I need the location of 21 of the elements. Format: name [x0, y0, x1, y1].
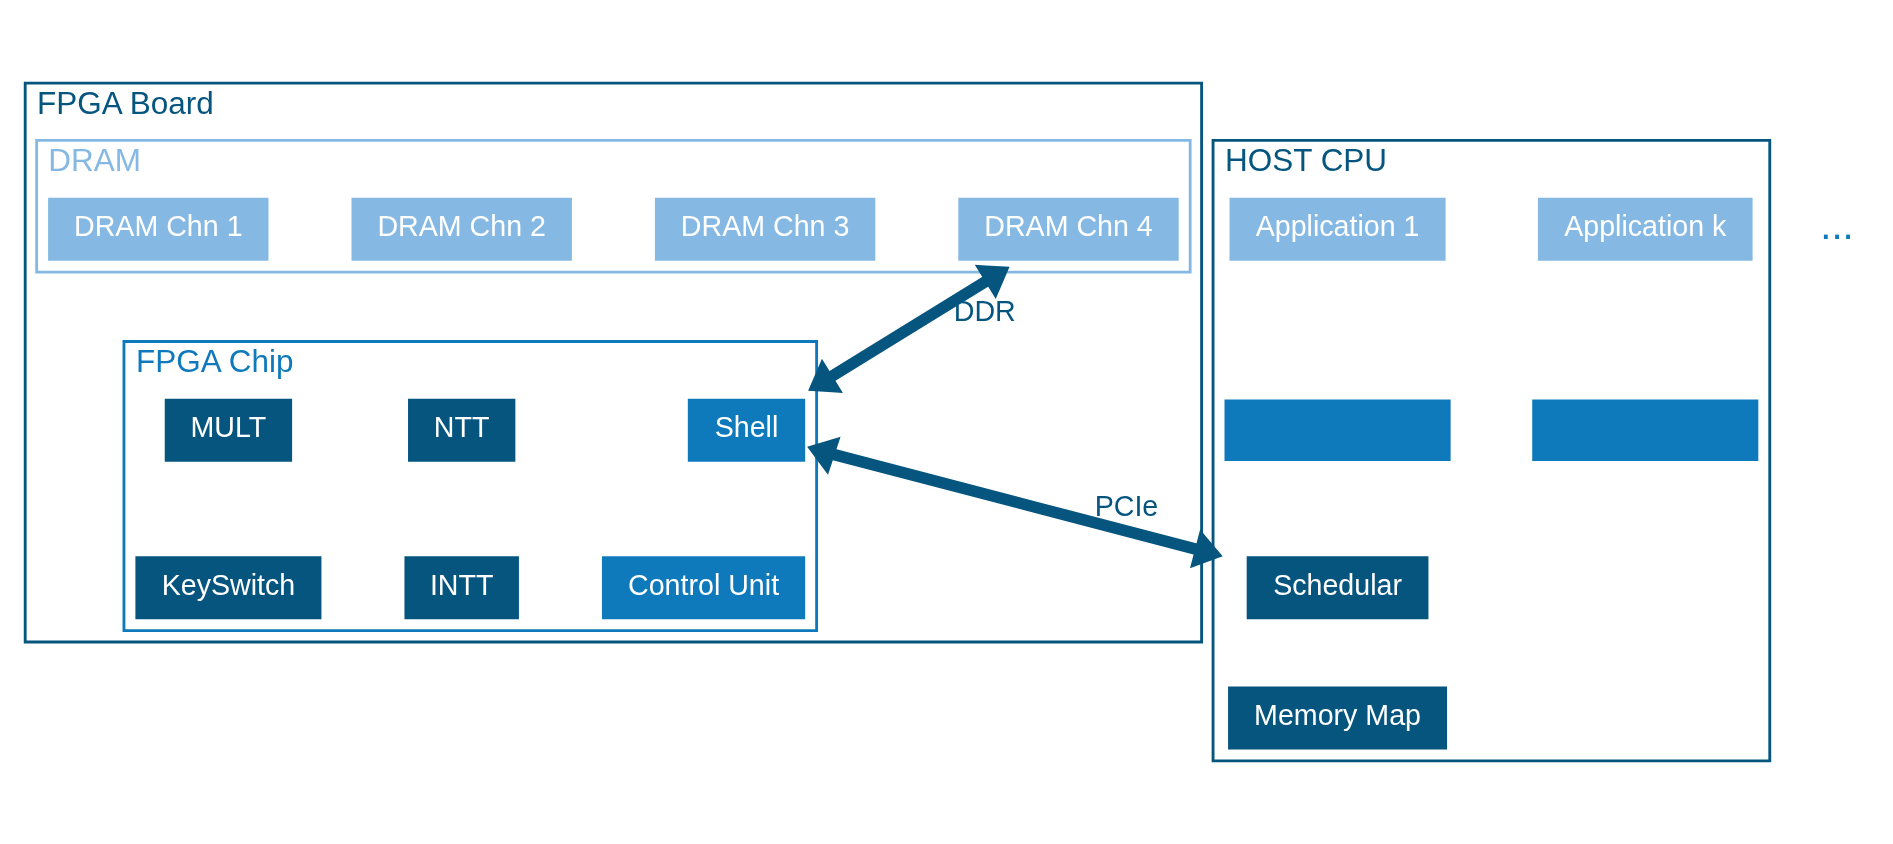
- arrow: [808, 264, 1010, 393]
- node-box: Application 1: [1229, 197, 1446, 261]
- node-box: Memory Map: [1228, 686, 1448, 750]
- node-box: DRAM Chn 1: [48, 197, 269, 261]
- arrow: [807, 436, 1223, 569]
- node-box: Shell: [687, 398, 806, 462]
- node-box: Application k: [1537, 197, 1753, 261]
- node-box: DRAM Chn 2: [351, 197, 572, 261]
- node-box: KeySwitch: [135, 556, 322, 620]
- node-box: Schedular: [1246, 556, 1429, 620]
- node-box: INTT: [404, 556, 519, 620]
- node-box: [1224, 399, 1451, 461]
- node-box: [1532, 399, 1759, 461]
- label: ...: [1820, 203, 1854, 248]
- node-box: Control Unit: [601, 556, 806, 620]
- edge-label: PCIe: [1094, 490, 1159, 523]
- node-box: MULT: [164, 398, 293, 462]
- edge-label: DDR: [953, 295, 1016, 328]
- node-box: NTT: [408, 398, 516, 462]
- node-box: DRAM Chn 3: [654, 197, 876, 261]
- node-box: DRAM Chn 4: [958, 197, 1179, 261]
